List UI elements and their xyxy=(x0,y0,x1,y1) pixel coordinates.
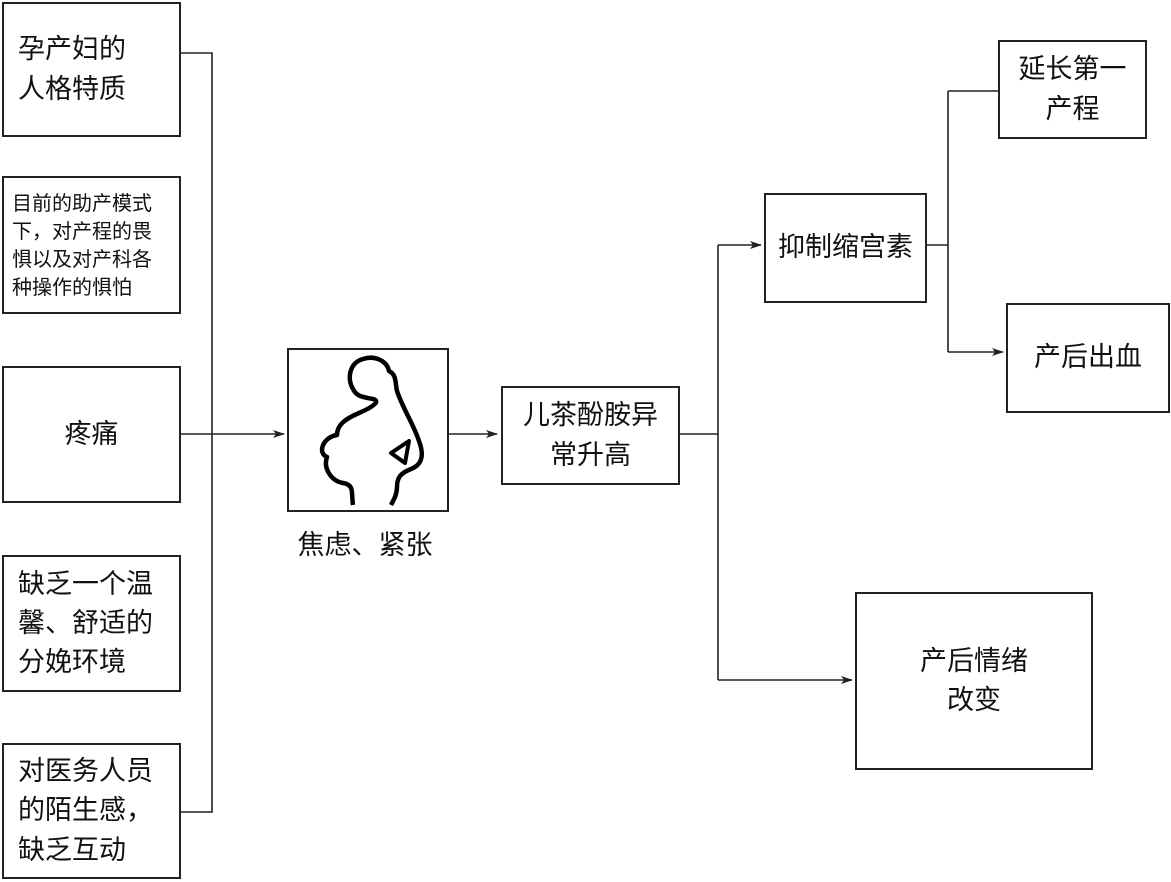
cause-personality: 孕产妇的 人格特质 xyxy=(2,2,181,137)
cause-pain: 疼痛 xyxy=(2,366,181,503)
anxiety-image-box xyxy=(287,348,449,512)
cause-environment: 缺乏一个温 馨、舒适的 分娩环境 xyxy=(2,555,181,692)
prolonged-labor-box: 延长第一 产程 xyxy=(998,40,1147,139)
cause-fear-of-labor: 目前的助产模式 下，对产程的畏 惧以及对产科各 种操作的惧怕 xyxy=(2,176,181,314)
postpartum-mood-box: 产后情绪 改变 xyxy=(855,592,1093,770)
cause-unfamiliarity: 对医务人员 的陌生感， 缺乏互动 xyxy=(2,743,181,879)
anxiety-label: 焦虑、紧张 xyxy=(297,530,433,561)
pregnant-woman-silhouette-icon xyxy=(319,355,424,506)
cause-connector xyxy=(180,52,213,813)
catecholamine-box: 儿茶酚胺异 常升高 xyxy=(501,386,680,485)
oxytocin-inhibition-box: 抑制缩宫素 xyxy=(764,193,927,303)
postpartum-hemorrhage-box: 产后出血 xyxy=(1006,303,1170,413)
